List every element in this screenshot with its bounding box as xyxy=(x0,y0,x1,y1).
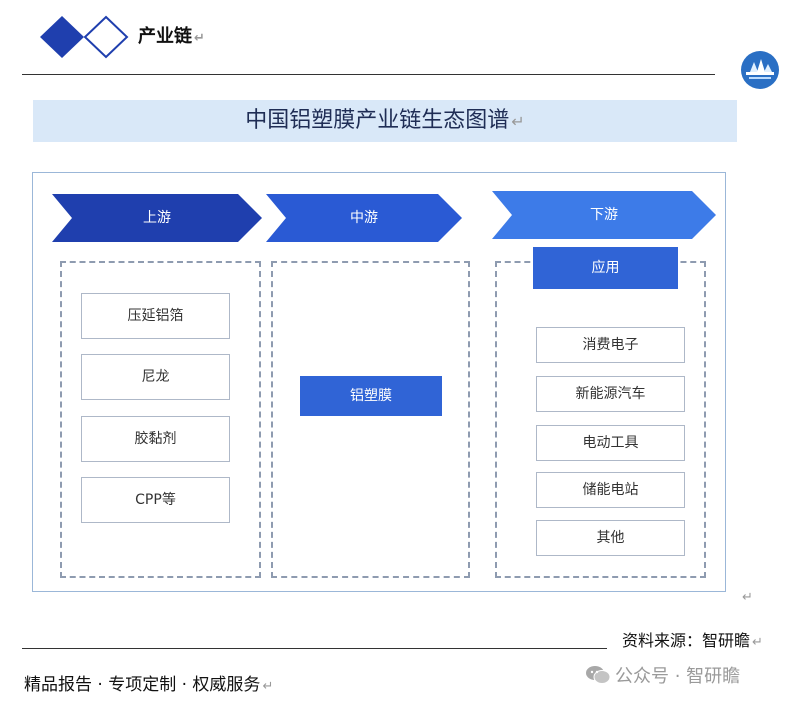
upstream-group xyxy=(60,261,261,578)
paragraph-mark: ↵ xyxy=(742,590,753,605)
company-logo-icon xyxy=(741,51,779,89)
downstream-header: 应用 xyxy=(533,247,678,289)
header-diamond-logo xyxy=(40,15,129,59)
footer-tagline: 精品报告 · 专项定制 · 权威服务↵ xyxy=(24,675,274,695)
diagram-title: 中国铝塑膜产业链生态图谱↵ xyxy=(245,108,525,133)
upstream-item: 尼龙 xyxy=(81,354,230,400)
upstream-item: 胶黏剂 xyxy=(81,416,230,462)
outline-diamond-icon xyxy=(83,15,129,59)
source-note: 资料来源：智研瞻↵ xyxy=(622,631,763,650)
header-divider xyxy=(22,74,715,75)
stage-label-upstream: 上游 xyxy=(143,210,171,226)
upstream-item: CPP等 xyxy=(81,477,230,523)
upstream-item: 压延铝箔 xyxy=(81,293,230,339)
midstream-item: 铝塑膜 xyxy=(300,376,442,416)
watermark: 公众号 · 智研瞻 xyxy=(585,662,740,688)
wechat-icon xyxy=(586,666,611,684)
downstream-item: 其他 xyxy=(536,520,685,556)
banner-background xyxy=(33,100,737,142)
header-title: 产业链↵ xyxy=(138,26,205,47)
downstream-item: 消费电子 xyxy=(536,327,685,363)
downstream-item: 新能源汽车 xyxy=(536,376,685,412)
downstream-item: 电动工具 xyxy=(536,425,685,461)
diagram-frame xyxy=(32,172,726,592)
chevron-downstream xyxy=(492,191,716,239)
chevron-midstream xyxy=(266,194,462,242)
stage-label-downstream: 下游 xyxy=(590,207,618,223)
stage-label-midstream: 中游 xyxy=(350,210,378,226)
footer-divider xyxy=(22,648,607,649)
chevron-upstream xyxy=(52,194,262,242)
midstream-group xyxy=(271,261,470,578)
dark-diamond-icon xyxy=(40,16,84,58)
downstream-item: 储能电站 xyxy=(536,472,685,508)
